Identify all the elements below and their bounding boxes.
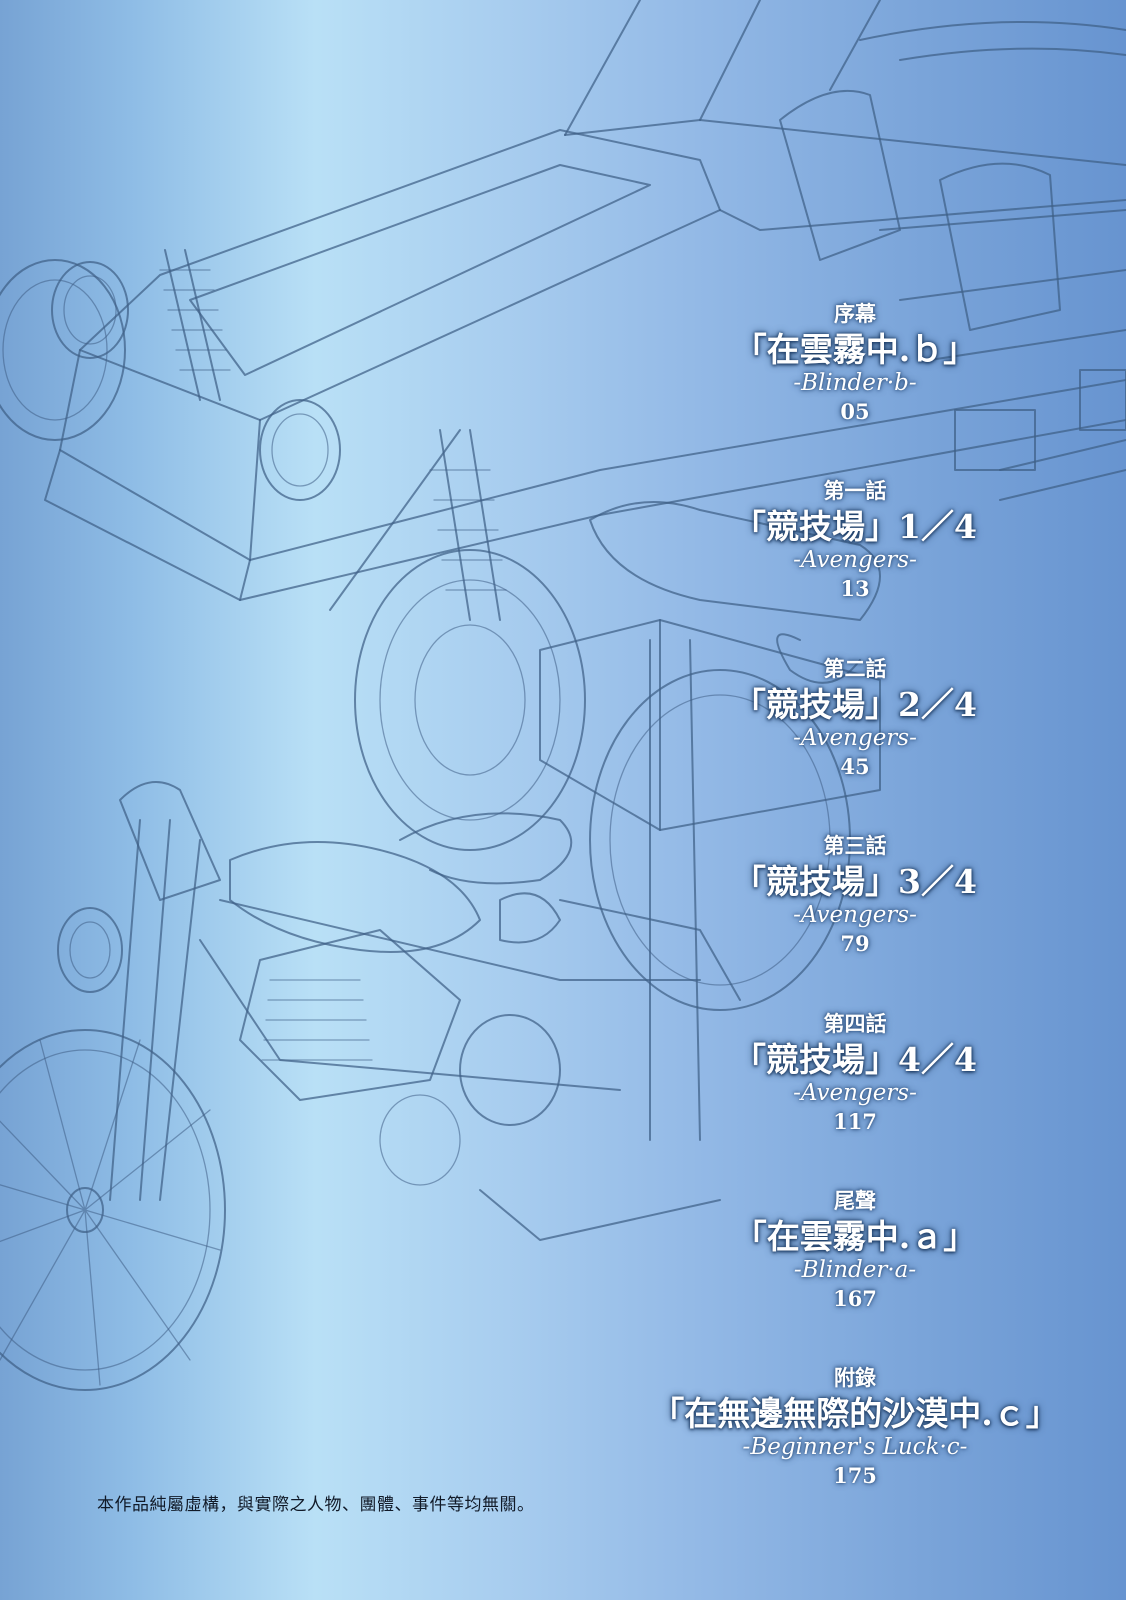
entry-subtitle: -Beginner's Luck·c- [742, 1434, 968, 1460]
toc-entry-prologue[interactable]: 序幕 「在雲霧中.ｂ」 -Blinder·b- 05 [620, 300, 1090, 426]
entry-subtitle: -Avengers- [793, 1080, 917, 1106]
entry-section-label: 附錄 [834, 1366, 876, 1390]
entry-subtitle: -Blinder·a- [793, 1257, 917, 1283]
toc-entry-chapter-4[interactable]: 第四話 「競技場」4／4 -Avengers- 117 [620, 1010, 1090, 1136]
entry-subtitle: -Avengers- [793, 902, 917, 928]
entry-section-label: 序幕 [834, 302, 876, 326]
fiction-disclaimer: 本作品純屬虛構，與實際之人物、團體、事件等均無關。 [97, 1495, 535, 1515]
entry-title: 「在雲霧中.ａ」 [733, 1217, 977, 1256]
buggy-illustration [0, 0, 1126, 1141]
entry-page-number: 175 [833, 1463, 877, 1488]
toc-entry-epilogue[interactable]: 尾聲 「在雲霧中.ａ」 -Blinder·a- 167 [620, 1187, 1090, 1313]
entry-title: 「競技場」1／4 [733, 507, 977, 546]
entry-title: 「競技場」2／4 [733, 685, 977, 724]
entry-subtitle: -Blinder·b- [793, 370, 917, 396]
entry-subtitle: -Avengers- [793, 725, 917, 751]
entry-section-label: 第二話 [823, 657, 887, 681]
entry-title: 「競技場」3／4 [733, 862, 977, 901]
entry-section-label: 第四話 [823, 1012, 887, 1036]
entry-page-number: 167 [833, 1286, 877, 1311]
entry-subtitle: -Avengers- [793, 547, 917, 573]
entry-title: 「在無邊無際的沙漠中.ｃ」 [651, 1394, 1059, 1433]
entry-page-number: 79 [840, 931, 870, 956]
entry-title: 「競技場」4／4 [733, 1040, 977, 1079]
toc-entry-chapter-2[interactable]: 第二話 「競技場」2／4 -Avengers- 45 [620, 655, 1090, 781]
entry-page-number: 13 [840, 576, 870, 601]
motorcycle-illustration [0, 781, 741, 1391]
entry-section-label: 第三話 [823, 834, 887, 858]
entry-section-label: 尾聲 [834, 1189, 876, 1213]
entry-page-number: 05 [840, 399, 870, 424]
entry-section-label: 第一話 [823, 479, 887, 503]
toc-entry-appendix[interactable]: 附錄 「在無邊無際的沙漠中.ｃ」 -Beginner's Luck·c- 175 [620, 1364, 1090, 1490]
toc-entry-chapter-3[interactable]: 第三話 「競技場」3／4 -Avengers- 79 [620, 832, 1090, 958]
entry-page-number: 117 [833, 1109, 877, 1134]
entry-title: 「在雲霧中.ｂ」 [733, 330, 977, 369]
toc-entry-chapter-1[interactable]: 第一話 「競技場」1／4 -Avengers- 13 [620, 477, 1090, 603]
entry-page-number: 45 [840, 754, 870, 779]
